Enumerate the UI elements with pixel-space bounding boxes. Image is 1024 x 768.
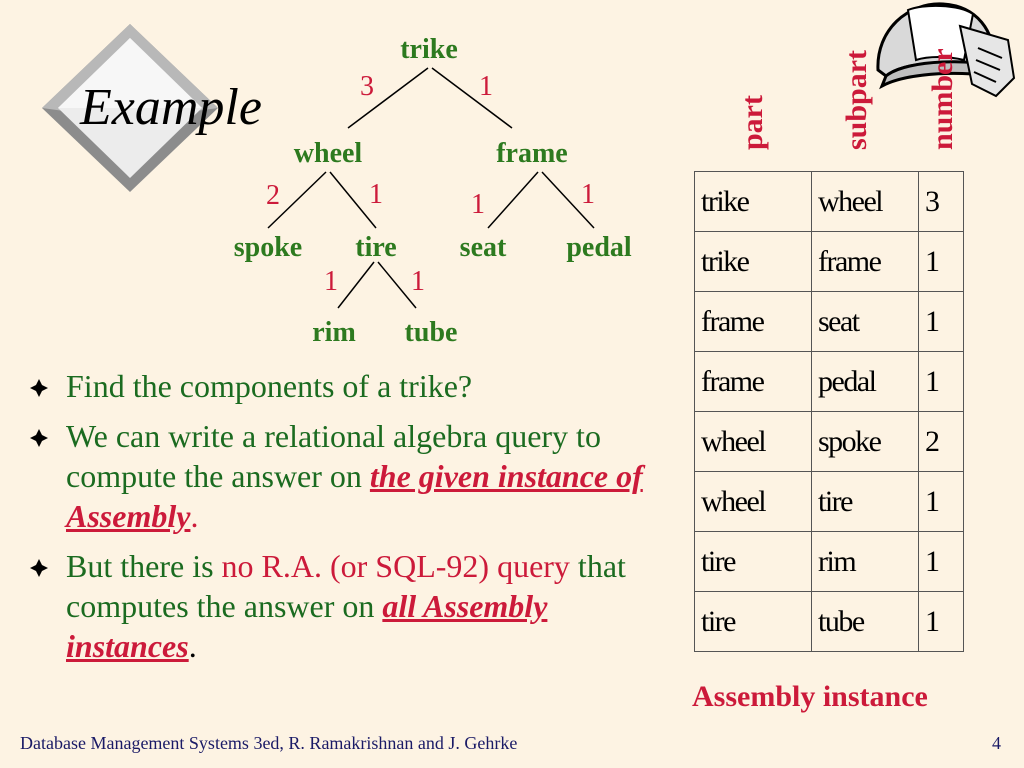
node-frame: frame xyxy=(496,138,568,169)
table-row: tire tube 1 xyxy=(694,591,964,652)
bullet-text: We can write a relational algebra query … xyxy=(66,418,601,494)
table-cell: tire xyxy=(694,531,812,592)
edge-trike-frame xyxy=(431,67,513,129)
table-cell: 1 xyxy=(918,531,964,592)
bullet-text: Find the components of a trike? xyxy=(66,368,473,404)
node-trike: trike xyxy=(400,34,458,65)
bullet-item: But there is no R.A. (or SQL-92) query t… xyxy=(30,546,670,666)
column-header-number: number xyxy=(926,48,959,150)
table-cell: 1 xyxy=(918,471,964,532)
table-row: frame pedal 1 xyxy=(694,351,964,412)
table-cell: trike xyxy=(694,171,812,232)
bullet-item: Find the components of a trike? xyxy=(30,366,670,406)
footer-citation: Database Management Systems 3ed, R. Rama… xyxy=(20,733,518,753)
table-row: trike frame 1 xyxy=(694,231,964,292)
table-cell: wheel xyxy=(694,471,812,532)
table-cell: 1 xyxy=(918,591,964,652)
bullet-item: We can write a relational algebra query … xyxy=(30,416,670,536)
table-cell: 2 xyxy=(918,411,964,472)
diamond-bullet-icon xyxy=(30,379,48,397)
edge-wheel-spoke xyxy=(267,171,327,229)
qty-tire-tube: 1 xyxy=(411,266,425,297)
node-rim: rim xyxy=(312,317,356,348)
table-cell: tube xyxy=(811,591,919,652)
bullet-highlight: no R.A. (or SQL-92) query xyxy=(221,548,570,584)
table-cell: frame xyxy=(694,291,812,352)
qty-tire-rim: 1 xyxy=(324,266,338,297)
bullet-text: But there is xyxy=(66,548,222,584)
table-cell: wheel xyxy=(694,411,812,472)
edge-frame-pedal xyxy=(541,171,595,229)
slide-title: Example xyxy=(80,79,262,136)
hard-hat-icon xyxy=(876,2,1016,98)
bullet-punctuation: . xyxy=(190,498,199,534)
table-caption: Assembly instance xyxy=(692,680,928,713)
bullet-text: that computes the answer on xyxy=(66,548,626,624)
edge-tire-rim xyxy=(337,261,375,309)
table-cell: tire xyxy=(694,591,812,652)
table-cell: pedal xyxy=(811,351,919,412)
table-cell: tire xyxy=(811,471,919,532)
column-header-subpart: subpart xyxy=(840,50,873,150)
table-cell: trike xyxy=(694,231,812,292)
node-tube: tube xyxy=(405,317,458,348)
qty-trike-wheel: 3 xyxy=(360,71,374,102)
edge-frame-seat xyxy=(487,171,539,229)
qty-trike-frame: 1 xyxy=(479,71,493,102)
diamond-bullet-icon xyxy=(30,559,48,577)
diamond-bullet-icon xyxy=(30,429,48,447)
table-row: frame seat 1 xyxy=(694,291,964,352)
bullet-emphasis: all Assembly instances xyxy=(66,588,548,664)
edge-wheel-tire xyxy=(329,171,377,229)
table-cell: frame xyxy=(811,231,919,292)
table-cell: 1 xyxy=(918,231,964,292)
table-cell: seat xyxy=(811,291,919,352)
edge-tire-tube xyxy=(377,261,417,309)
qty-frame-seat: 1 xyxy=(471,189,485,220)
page-number: 4 xyxy=(992,733,1001,753)
node-seat: seat xyxy=(460,232,507,263)
table-row: tire rim 1 xyxy=(694,531,964,592)
bullet-list: Find the components of a trike? We can w… xyxy=(30,366,670,676)
node-pedal: pedal xyxy=(566,232,632,263)
table-cell: 1 xyxy=(918,291,964,352)
bullet-emphasis: the given instance of Assembly xyxy=(66,458,643,534)
edge-trike-wheel xyxy=(347,67,429,129)
qty-frame-pedal: 1 xyxy=(581,179,595,210)
table-cell: rim xyxy=(811,531,919,592)
table-row: wheel tire 1 xyxy=(694,471,964,532)
table-cell: wheel xyxy=(811,171,919,232)
table-cell: 3 xyxy=(918,171,964,232)
column-header-part: part xyxy=(736,95,769,150)
table-row: wheel spoke 2 xyxy=(694,411,964,472)
qty-wheel-tire: 1 xyxy=(369,179,383,210)
node-tire: tire xyxy=(355,232,396,263)
node-spoke: spoke xyxy=(234,232,302,263)
table-row: trike wheel 3 xyxy=(694,171,964,232)
table-cell: frame xyxy=(694,351,812,412)
table-cell: spoke xyxy=(811,411,919,472)
table-cell: 1 xyxy=(918,351,964,412)
bullet-punctuation: . xyxy=(188,628,197,664)
decorative-diamond xyxy=(42,24,218,192)
node-wheel: wheel xyxy=(294,138,363,169)
qty-wheel-spoke: 2 xyxy=(266,180,280,211)
assembly-table: trike wheel 3 trike frame 1 frame seat 1… xyxy=(694,171,964,652)
